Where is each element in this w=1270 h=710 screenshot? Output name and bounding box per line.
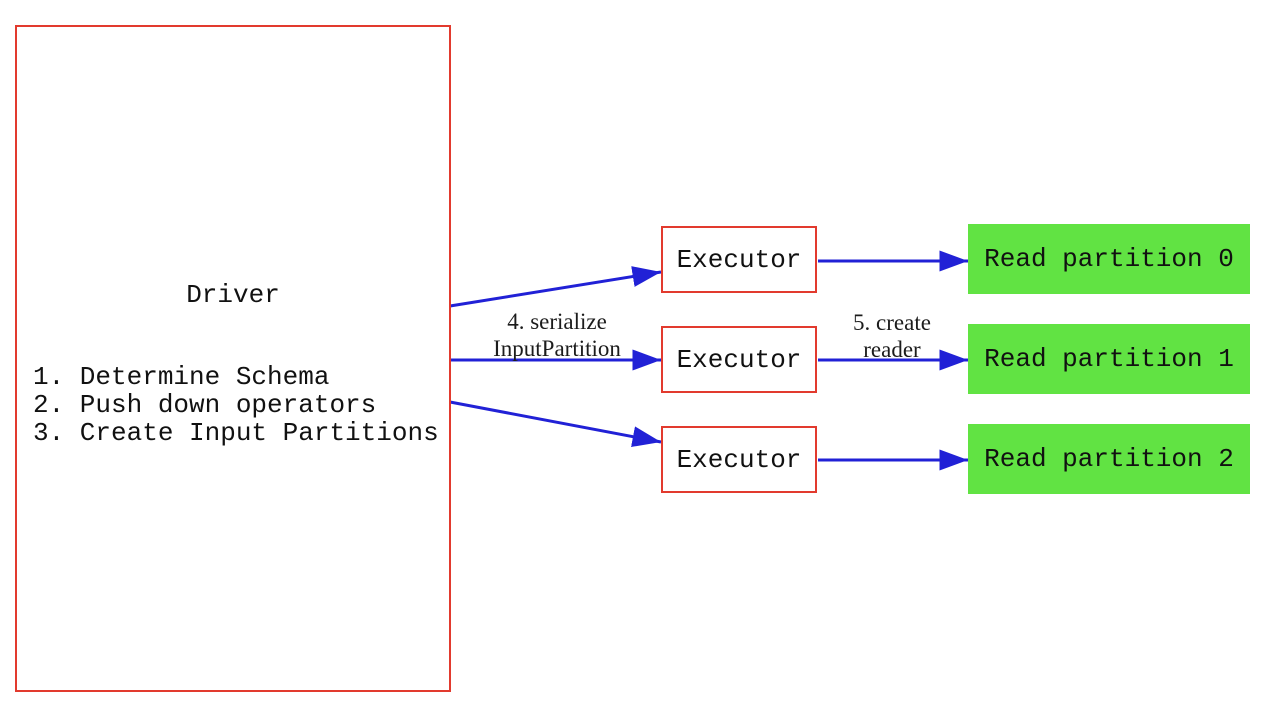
edge-label-create-reader: 5. create reader (817, 309, 967, 363)
driver-step: 2. Push down operators (33, 390, 377, 420)
edge-label-serialize: 4. serialize InputPartition (457, 308, 657, 362)
executor-box: Executor (661, 326, 817, 393)
driver-step: 1. Determine Schema (33, 362, 330, 392)
executor-label: Executor (676, 244, 802, 275)
read-partition-label: Read partition 2 (984, 444, 1234, 474)
driver-steps: 1. Determine Schema 2. Push down operato… (33, 363, 443, 447)
executor-label: Executor (676, 344, 802, 375)
executor-label: Executor (676, 444, 802, 475)
edge-label-line: 5. create (853, 310, 931, 335)
driver-title: Driver (186, 280, 280, 310)
read-partition-label: Read partition 0 (984, 244, 1234, 274)
read-partition-label: Read partition 1 (984, 344, 1234, 374)
arrow-driver-to-executor-0 (449, 266, 662, 308)
arrow-driver-to-executor-2 (449, 400, 662, 448)
read-partition-box: Read partition 1 (968, 324, 1250, 394)
edge-label-line: 4. serialize (507, 309, 607, 334)
driver-step: 3. Create Input Partitions (33, 418, 439, 448)
edge-label-line: InputPartition (493, 336, 621, 361)
read-partition-box: Read partition 0 (968, 224, 1250, 294)
edge-label-line: reader (863, 337, 921, 362)
driver-box: Driver 1. Determine Schema 2. Push down … (15, 25, 451, 692)
executor-box: Executor (661, 226, 817, 293)
read-partition-box: Read partition 2 (968, 424, 1250, 494)
executor-box: Executor (661, 426, 817, 493)
